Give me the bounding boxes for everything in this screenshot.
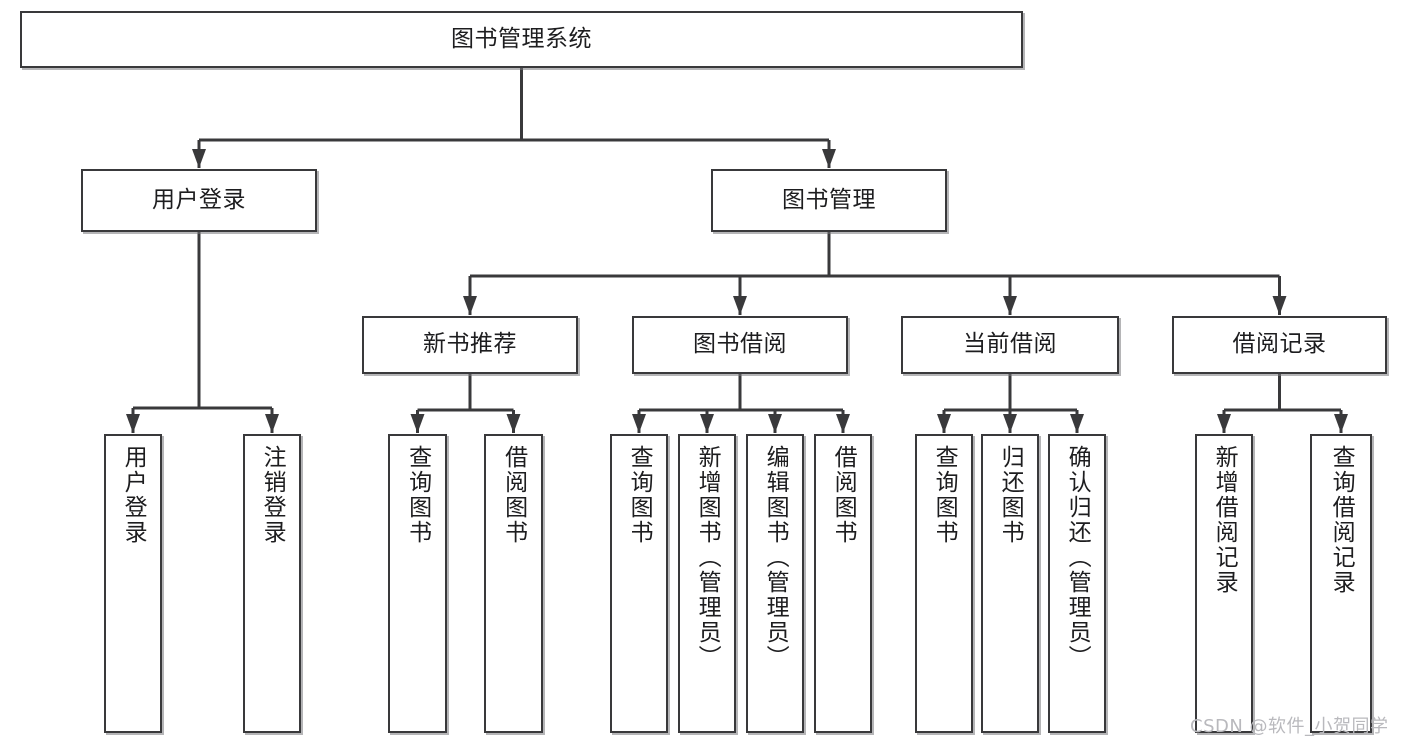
leaf-borrow-book-recommend[interactable]: 借阅图书 (484, 434, 543, 733)
leaf-confirm-return-admin-label: 确认归还（管理员） (1064, 445, 1091, 670)
leaf-user-login-label: 用户登录 (120, 445, 147, 545)
node-book-management[interactable]: 图书管理 (711, 169, 947, 232)
leaf-add-book-admin[interactable]: 新增图书（管理员） (678, 434, 736, 733)
node-borrow-record[interactable]: 借阅记录 (1172, 316, 1387, 374)
leaf-add-borrow-record[interactable]: 新增借阅记录 (1195, 434, 1253, 733)
node-borrow-record-label: 借阅记录 (1232, 331, 1327, 358)
leaf-query-book-current-label: 查询图书 (931, 445, 958, 545)
leaf-add-book-admin-label: 新增图书（管理员） (694, 445, 721, 670)
leaf-edit-book-admin[interactable]: 编辑图书（管理员） (746, 434, 804, 733)
leaf-borrow-book-recommend-label: 借阅图书 (500, 445, 527, 545)
leaf-return-book-label: 归还图书 (997, 445, 1024, 545)
leaf-query-book-recommend-label: 查询图书 (404, 445, 431, 545)
leaf-logout-label: 注销登录 (259, 445, 286, 545)
leaf-add-borrow-record-label: 新增借阅记录 (1211, 445, 1238, 595)
leaf-query-book-label: 查询图书 (626, 445, 653, 545)
leaf-user-login[interactable]: 用户登录 (104, 434, 162, 733)
leaf-query-book[interactable]: 查询图书 (610, 434, 668, 733)
leaf-query-borrow-record-label: 查询借阅记录 (1328, 445, 1355, 595)
node-root[interactable]: 图书管理系统 (20, 11, 1023, 68)
node-root-label: 图书管理系统 (451, 25, 592, 52)
node-current-borrow-label: 当前借阅 (963, 331, 1057, 358)
node-user-login-label: 用户登录 (152, 186, 246, 213)
leaf-query-borrow-record[interactable]: 查询借阅记录 (1310, 434, 1372, 733)
node-new-book-recommend[interactable]: 新书推荐 (362, 316, 578, 374)
node-new-book-recommend-label: 新书推荐 (423, 331, 517, 358)
leaf-return-book[interactable]: 归还图书 (981, 434, 1039, 733)
node-book-management-label: 图书管理 (782, 186, 876, 213)
leaf-query-book-recommend[interactable]: 查询图书 (388, 434, 447, 733)
node-book-borrow-label: 图书借阅 (693, 331, 787, 358)
watermark: CSDN @软件_小贺同学 (1190, 716, 1389, 737)
leaf-query-book-current[interactable]: 查询图书 (915, 434, 973, 733)
node-book-borrow[interactable]: 图书借阅 (632, 316, 848, 374)
leaf-edit-book-admin-label: 编辑图书（管理员） (762, 445, 789, 670)
leaf-logout[interactable]: 注销登录 (243, 434, 301, 733)
leaf-borrow-book-label: 借阅图书 (830, 445, 857, 545)
node-user-login[interactable]: 用户登录 (81, 169, 317, 232)
leaf-confirm-return-admin[interactable]: 确认归还（管理员） (1048, 434, 1106, 733)
leaf-borrow-book[interactable]: 借阅图书 (814, 434, 872, 733)
node-current-borrow[interactable]: 当前借阅 (901, 316, 1119, 374)
